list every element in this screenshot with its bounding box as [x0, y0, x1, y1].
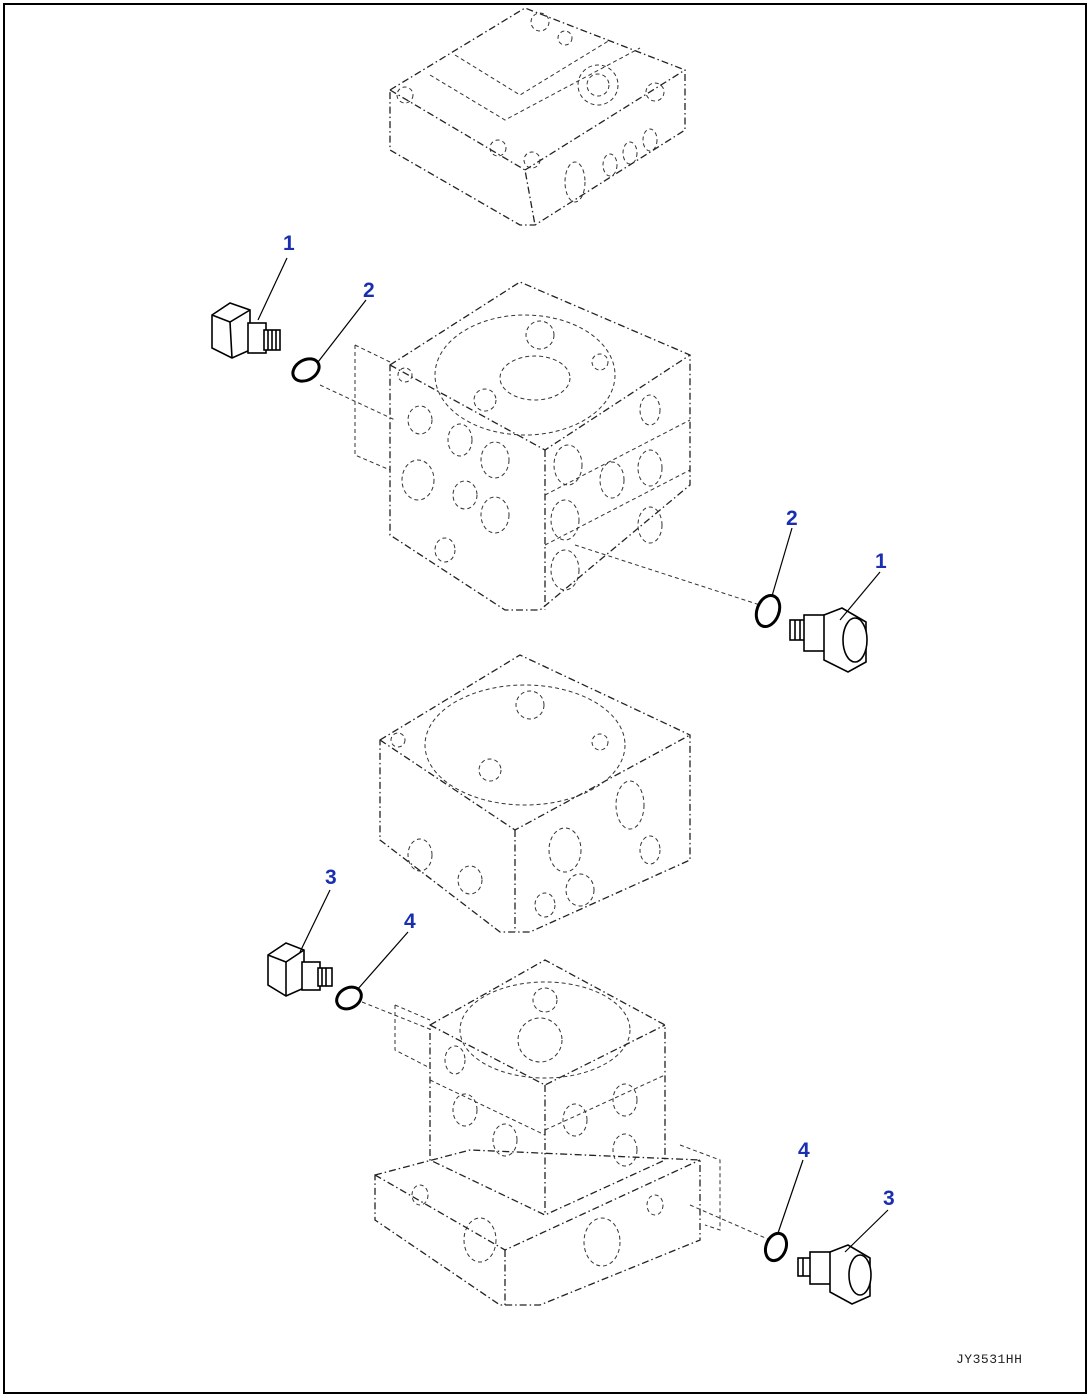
valve-section-lower — [429, 959, 666, 1216]
valve-base-block — [374, 1149, 701, 1306]
o-ring-2-right — [754, 594, 782, 628]
callout-4-right: 4 — [798, 1139, 810, 1162]
callout-3-right: 3 — [883, 1187, 895, 1210]
callouts: 1 2 2 1 3 4 4 3 — [283, 232, 895, 1210]
callout-3-left: 3 — [325, 866, 337, 889]
callout-1-right: 1 — [875, 550, 887, 573]
valve-plug-1-right — [789, 607, 868, 673]
leader-lines — [257, 257, 889, 1253]
alignment-lines — [319, 344, 771, 1241]
valve-plug-1-upper — [211, 302, 281, 359]
figure-reference-code: JY3531HH — [956, 1352, 1023, 1367]
o-ring-4-left — [335, 985, 363, 1011]
valve-cover-block — [389, 7, 686, 226]
callout-2-right: 2 — [786, 507, 798, 530]
valve-plug-3-left — [267, 942, 333, 997]
callout-2-upper: 2 — [363, 279, 375, 302]
o-ring-4-right — [763, 1231, 789, 1263]
valve-section-middle — [379, 654, 691, 933]
page-frame — [3, 3, 1087, 1394]
callout-4-left: 4 — [404, 910, 416, 933]
valve-plug-3-right — [797, 1244, 872, 1305]
o-ring-2-upper — [291, 357, 321, 383]
valve-section-upper — [389, 281, 691, 611]
callout-1-upper: 1 — [283, 232, 295, 255]
